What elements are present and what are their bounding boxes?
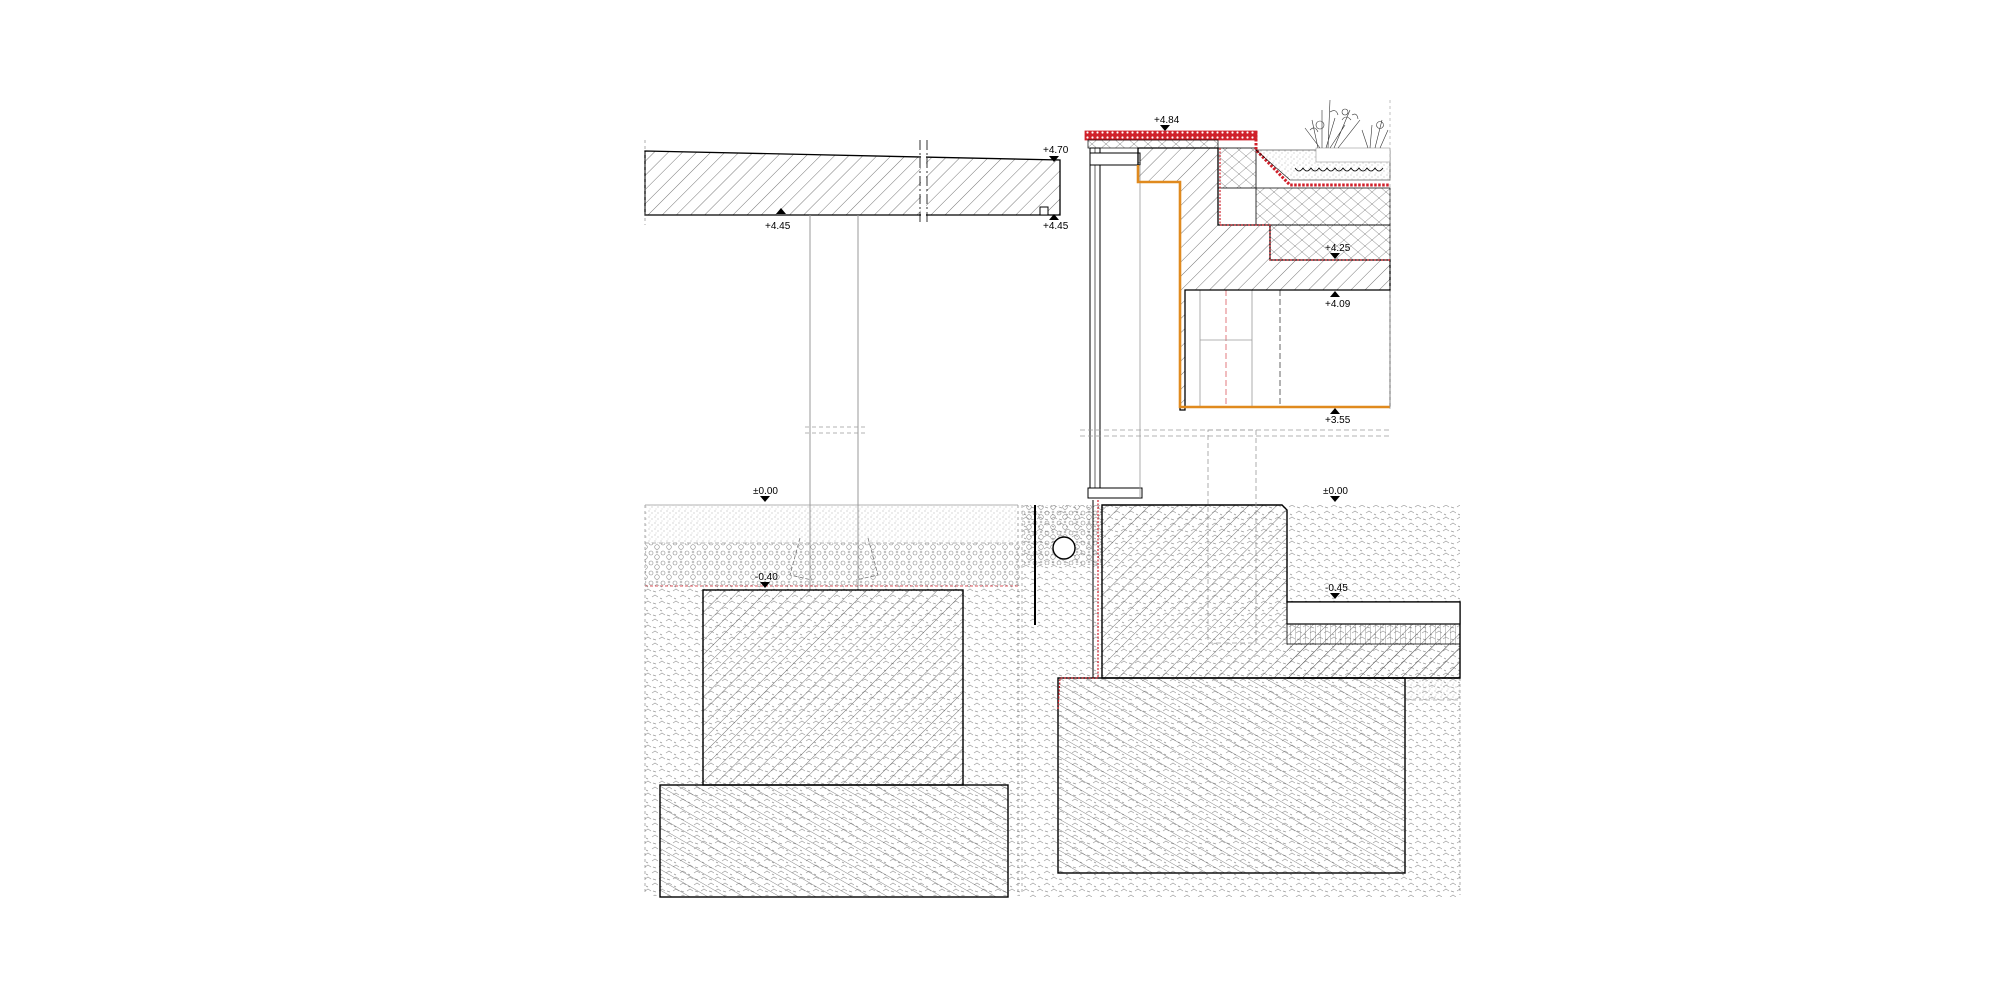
lean-concrete-base-left <box>659 784 1009 898</box>
level-label: ±0.00 <box>753 486 778 497</box>
drainage-pipe <box>1052 536 1076 560</box>
level-label: +4.84 <box>1154 115 1180 126</box>
level-label: +4.09 <box>1325 299 1351 310</box>
drainage-board <box>1294 167 1384 172</box>
level-label: +4.25 <box>1325 243 1351 254</box>
roof-planting <box>1304 99 1389 149</box>
floor-insulation <box>1286 623 1461 645</box>
canopy-slab <box>644 150 1061 216</box>
eave-flashing <box>1136 165 1390 409</box>
level-marker-roof-slab-top: +4.25 <box>1325 243 1351 259</box>
parapet-coping <box>1084 130 1258 141</box>
level-marker-canopy-underside-right: +4.45 <box>1043 214 1069 232</box>
level-label: +4.70 <box>1043 145 1069 156</box>
level-marker-ground-left: ±0.00 <box>753 486 778 502</box>
foundation-waterproofing <box>1057 500 1099 711</box>
level-marker-ceiling: +3.55 <box>1325 408 1351 426</box>
level-markers: +4.70 +4.45 +4.45 +4.84 +4.25 +4.09 <box>753 115 1351 599</box>
floor-screed <box>1286 601 1461 625</box>
level-marker-roof-slab-underside: +4.09 <box>1325 291 1351 310</box>
level-label: -0.40 <box>755 572 778 583</box>
left-detail <box>644 140 1061 898</box>
roof-membrane <box>1254 131 1390 187</box>
level-marker-footing-top: -0.40 <box>755 572 778 588</box>
level-marker-parapet-top: +4.84 <box>1154 115 1180 131</box>
level-marker-canopy-top: +4.70 <box>1043 145 1069 162</box>
topsoil-layer-left <box>645 505 1020 543</box>
level-label: +3.55 <box>1325 415 1351 426</box>
level-marker-ground-right: ±0.00 <box>1323 486 1348 502</box>
level-marker-canopy-underside-left: +4.45 <box>765 208 791 232</box>
right-detail <box>1021 99 1461 897</box>
level-label: +4.45 <box>765 221 791 232</box>
gravel-layer-left <box>645 543 1020 586</box>
strip-footing <box>1057 677 1406 874</box>
column-footing <box>702 589 964 786</box>
ceiling-void <box>1184 289 1391 408</box>
level-label: +4.45 <box>1043 221 1069 232</box>
level-label: -0.45 <box>1325 583 1348 594</box>
canopy-drip-notch <box>1039 206 1049 216</box>
level-label: ±0.00 <box>1323 486 1348 497</box>
sill-profile <box>1087 487 1143 499</box>
level-marker-floor-slab: -0.45 <box>1325 583 1348 599</box>
